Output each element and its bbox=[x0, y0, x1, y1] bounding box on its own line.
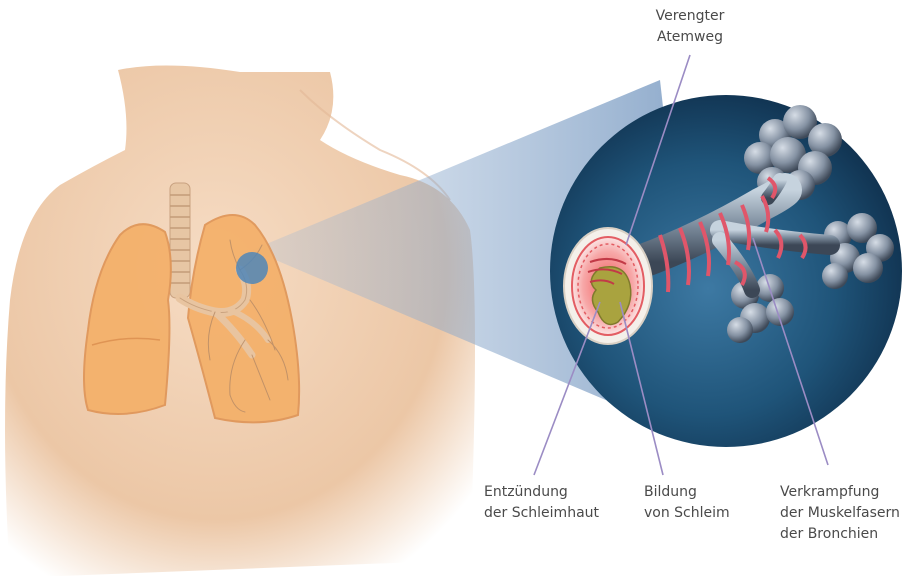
magnified-view bbox=[550, 95, 902, 447]
label-spasm-line3: der Bronchien bbox=[780, 524, 900, 545]
label-mucus-line2: von Schleim bbox=[644, 503, 730, 524]
label-spasm-line1: Verkrampfung bbox=[780, 482, 900, 503]
label-narrowed-airway-line2: Atemweg bbox=[640, 27, 740, 48]
label-narrowed-airway-line1: Verengter bbox=[640, 6, 740, 27]
label-narrowed-airway: Verengter Atemweg bbox=[640, 6, 740, 48]
label-inflammation-line1: Entzündung bbox=[484, 482, 599, 503]
label-mucus-line1: Bildung bbox=[644, 482, 730, 503]
label-spasm-line2: der Muskelfasern bbox=[780, 503, 900, 524]
label-inflammation: Entzündung der Schleimhaut bbox=[484, 482, 599, 524]
trachea bbox=[170, 183, 190, 298]
label-mucus: Bildung von Schleim bbox=[644, 482, 730, 524]
label-inflammation-line2: der Schleimhaut bbox=[484, 503, 599, 524]
label-spasm: Verkrampfung der Muskelfasern der Bronch… bbox=[780, 482, 900, 545]
airway-cross-section bbox=[564, 228, 652, 344]
zoom-spot bbox=[236, 252, 268, 284]
